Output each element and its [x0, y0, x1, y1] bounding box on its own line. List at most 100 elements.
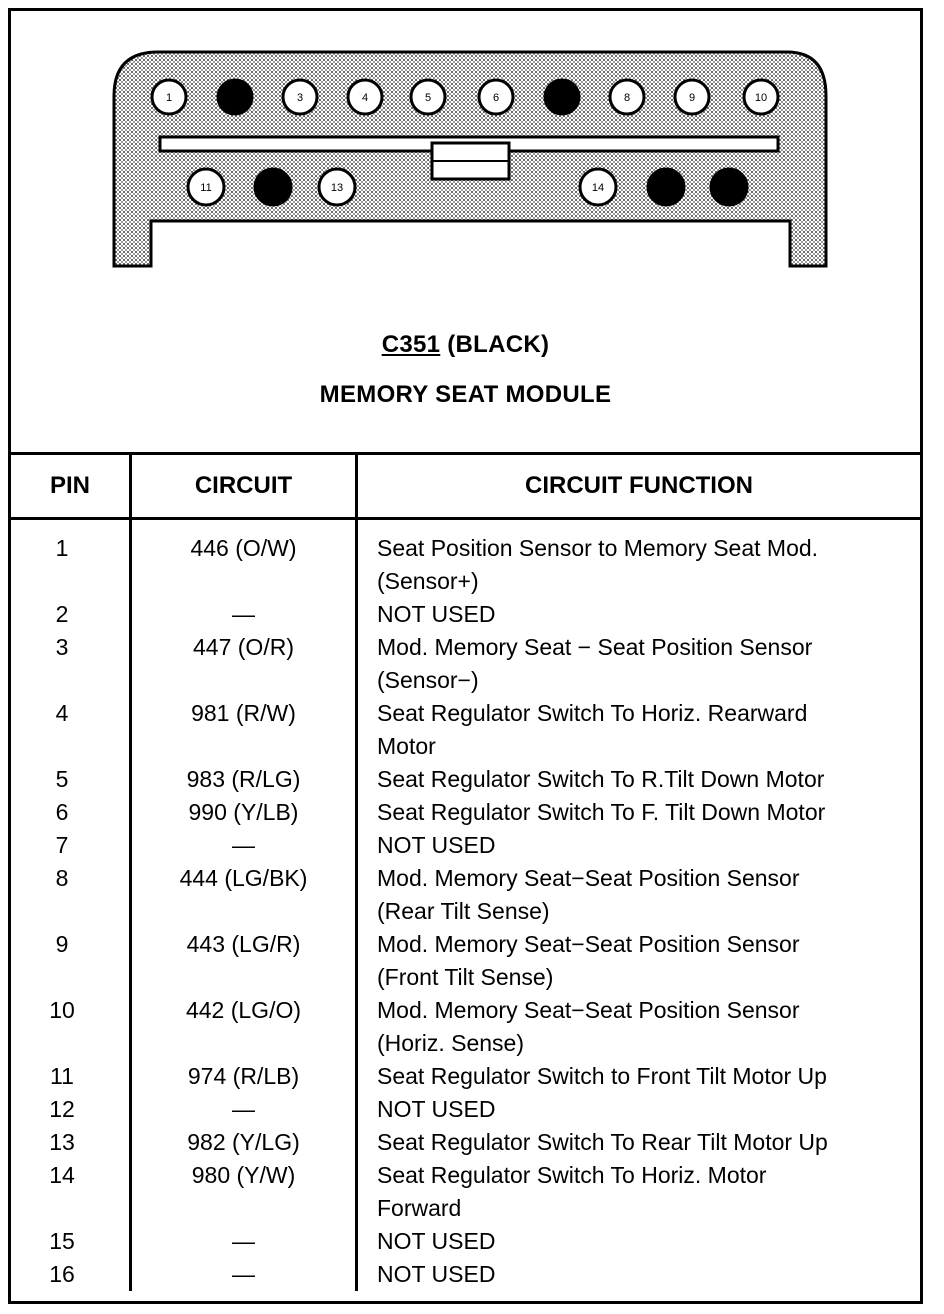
pin-label: 1 — [166, 92, 172, 104]
pin-label: 8 — [624, 92, 630, 104]
table-header-row: PIN CIRCUIT CIRCUIT FUNCTION — [11, 455, 920, 520]
connector-pin-7: 7 — [543, 78, 581, 116]
circuit-function-cell: NOT USED — [357, 1258, 921, 1291]
connector-pin-8: 8 — [608, 78, 646, 116]
connector-pin-9: 9 — [673, 78, 711, 116]
pin-circle — [216, 78, 254, 116]
module-name: MEMORY SEAT MODULE — [319, 381, 612, 408]
pin-label: 4 — [362, 92, 368, 104]
pin-label: 10 — [755, 92, 767, 104]
pin-number-cell: 16 — [49, 1261, 75, 1287]
pin-number-cell: 15 — [49, 1228, 75, 1254]
circuit-function-line: Mod. Memory Seat − Seat Position Sensor — [377, 634, 813, 660]
circuit-cell: — — [129, 598, 358, 631]
pin-label: 15 — [660, 182, 672, 194]
pin-label: 12 — [267, 182, 279, 194]
pin-label: 7 — [559, 92, 565, 104]
pin-number-cell: 3 — [55, 634, 69, 660]
pin-circle — [253, 167, 293, 207]
table-row: 16 — NOT USED — [11, 1258, 920, 1291]
circuit-function-cell: NOT USED — [357, 1225, 921, 1258]
circuit-function-line: Mod. Memory Seat−Seat Position Sensor — [377, 997, 800, 1023]
pin-number-cell: 14 — [49, 1162, 75, 1188]
pin-label: 16 — [723, 182, 735, 194]
circuit-cell: 983 (R/LG) — [129, 763, 358, 796]
table-row: 12 —NOT USED — [11, 1093, 920, 1126]
pin-circle — [346, 78, 384, 116]
connector-pin-6: 6 — [477, 78, 515, 116]
circuit-function-line: NOT USED — [377, 601, 496, 627]
circuit-function-line: Seat Regulator Switch To Rear Tilt Motor… — [377, 1129, 828, 1155]
connector-pin-2: 2 — [216, 78, 254, 116]
circuit-function-cell: Seat Regulator Switch To Rear Tilt Motor… — [357, 1126, 921, 1159]
circuit-function-cell: Mod. Memory Seat−Seat Position Sensor (Ho… — [357, 994, 921, 1060]
circuit-function-line: NOT USED — [377, 1261, 496, 1287]
pin-number-cell: 1 — [55, 535, 69, 561]
circuit-function-cell: Mod. Memory Seat−Seat Position Sensor(Fr… — [357, 928, 921, 994]
circuit-function-cell: Mod. Memory Seat−Seat Position Sensor(Re… — [357, 862, 921, 928]
circuit-function-line: (Sensor+) — [377, 568, 479, 594]
pin-circle — [317, 167, 357, 207]
pin-number-cell: 5 — [55, 766, 69, 792]
circuit-function-line: Seat Regulator Switch To F. Tilt Down Mo… — [377, 799, 826, 825]
circuit-function-line: NOT USED — [377, 1228, 496, 1254]
circuit-cell: — — [129, 1093, 358, 1126]
pin-number-cell: 12 — [49, 1096, 75, 1122]
circuit-function-cell: Seat Regulator Switch to Front Tilt Moto… — [357, 1060, 921, 1093]
connector-code: C351 — [381, 331, 441, 358]
circuit-function-line: Motor — [377, 733, 436, 759]
pin-circle — [578, 167, 618, 207]
circuit-function-line: Seat Regulator Switch To Horiz. Rearward — [377, 700, 808, 726]
connector-color: (BLACK) — [447, 331, 550, 358]
pin-number-cell: 13 — [49, 1129, 75, 1155]
pin-circle — [673, 78, 711, 116]
connector-pin-15: 15 — [646, 167, 686, 207]
pin-circle — [186, 167, 226, 207]
connector-pin-14: 14 — [578, 167, 618, 207]
pin-circle — [608, 78, 646, 116]
pin-circle — [646, 167, 686, 207]
pin-label: 5 — [425, 92, 431, 104]
circuit-cell: — — [129, 1225, 358, 1258]
circuit-function-cell: Seat Position Sensor to Memory Seat Mod.… — [357, 519, 921, 599]
pin-number-cell: 8 — [55, 865, 69, 891]
pin-circle — [150, 78, 188, 116]
connector-title: C351 (BLACK) — [11, 331, 920, 359]
pin-number-cell: 2 — [55, 601, 69, 627]
circuit-cell: — — [129, 1258, 358, 1291]
pin-circle — [742, 78, 780, 116]
circuit-function-line: Mod. Memory Seat−Seat Position Sensor — [377, 865, 800, 891]
circuit-cell: 447 (O/R) — [129, 631, 358, 697]
table-row: 7—NOT USED — [11, 829, 920, 862]
circuit-cell: 442 (LG/O) — [129, 994, 358, 1060]
circuit-function-cell: NOT USED — [357, 1093, 921, 1126]
pin-number-cell: 7 — [55, 832, 69, 858]
header-circuit: CIRCUIT — [129, 455, 358, 520]
circuit-function-line: Seat Regulator Switch To R.Tilt Down Mot… — [377, 766, 825, 792]
circuit-function-cell: Seat Regulator Switch To F. Tilt Down Mo… — [357, 796, 921, 829]
circuit-cell: 443 (LG/R) — [129, 928, 358, 994]
circuit-function-cell: Mod. Memory Seat − Seat Position Sensor(… — [357, 631, 921, 697]
circuit-cell: 981 (R/W) — [129, 697, 358, 763]
table-row: 2 — NOT USED — [11, 598, 920, 631]
pin-number-cell: 10 — [49, 997, 75, 1023]
circuit-cell: — — [129, 829, 358, 862]
section-divider — [11, 452, 920, 455]
circuit-cell: 446 (O/W) — [129, 518, 358, 598]
circuit-function-line: Forward — [377, 1195, 462, 1221]
connector-pin-1: 1 — [150, 78, 188, 116]
circuit-function-line: Seat Position Sensor to Memory Seat Mod. — [377, 535, 819, 561]
circuit-function-line: (Horiz. Sense) — [377, 1030, 524, 1056]
pin-label: 6 — [493, 92, 499, 104]
